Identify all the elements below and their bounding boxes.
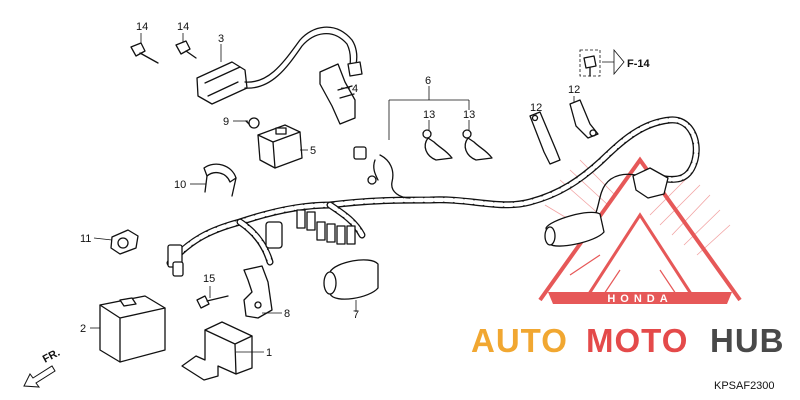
bolt-f14	[579, 49, 601, 77]
callout-4: 4	[352, 83, 358, 95]
callout-7: 7	[353, 309, 359, 321]
callout-14-right: 14	[177, 21, 189, 33]
callout-14-left: 14	[136, 21, 148, 33]
bolt-14-right	[175, 40, 197, 59]
spark-plug-cap	[319, 63, 356, 125]
callout-9: 9	[223, 116, 229, 128]
ignition-coil	[196, 26, 363, 105]
condenser-rubber	[323, 259, 379, 300]
callout-3: 3	[218, 33, 224, 45]
fuse-box-cover	[99, 295, 166, 363]
callout-labels: 14 14 3 4 9 5 10 11 2 15 8 1 7 6 13 13 1…	[41, 21, 775, 392]
bolt-9	[245, 117, 260, 129]
wire-harness	[166, 116, 700, 267]
callout-8: 8	[284, 308, 290, 320]
stay-bracket	[243, 265, 273, 319]
callout-5: 5	[310, 145, 316, 157]
watermark-word-moto: MOTO	[586, 322, 688, 359]
harness-band-12-left	[529, 111, 561, 165]
leader-lines	[90, 33, 625, 353]
front-arrow	[23, 365, 56, 388]
harness-connector-rear	[632, 167, 669, 199]
callout-15: 15	[203, 273, 215, 285]
callout-10: 10	[174, 179, 186, 191]
watermark-logo: HONDA	[538, 156, 742, 305]
watermark-word-hub: HUB	[710, 322, 785, 359]
harness-band-12-right	[569, 99, 599, 139]
callout-6: 6	[425, 75, 431, 87]
callout-13-left: 13	[423, 109, 435, 121]
harness-connectors	[167, 146, 377, 277]
relay	[257, 124, 303, 169]
connector-clip	[110, 229, 139, 255]
bolt-15	[196, 295, 229, 309]
watermark-word-auto: AUTO	[471, 322, 568, 359]
ref-label: F-14	[627, 58, 651, 70]
callout-11: 11	[80, 233, 91, 245]
watermark-text: AUTO MOTO HUB	[471, 322, 785, 359]
battery-bracket	[181, 321, 253, 381]
callout-13-right: 13	[463, 109, 475, 121]
clamp-band	[203, 163, 237, 197]
wire-clamp-13-right	[462, 129, 493, 161]
callout-1: 1	[266, 347, 272, 359]
callout-12-right: 12	[568, 84, 580, 96]
harness-sleeve-rear	[544, 211, 605, 247]
callout-12-left: 12	[530, 102, 542, 114]
watermark-brand: HONDA	[607, 293, 672, 305]
callout-2: 2	[80, 323, 86, 335]
front-label: FR.	[41, 347, 62, 366]
wire-clamp-13-left	[422, 129, 453, 161]
bolt-14-left	[130, 42, 159, 64]
diagram-code: KPSAF2300	[714, 380, 775, 392]
